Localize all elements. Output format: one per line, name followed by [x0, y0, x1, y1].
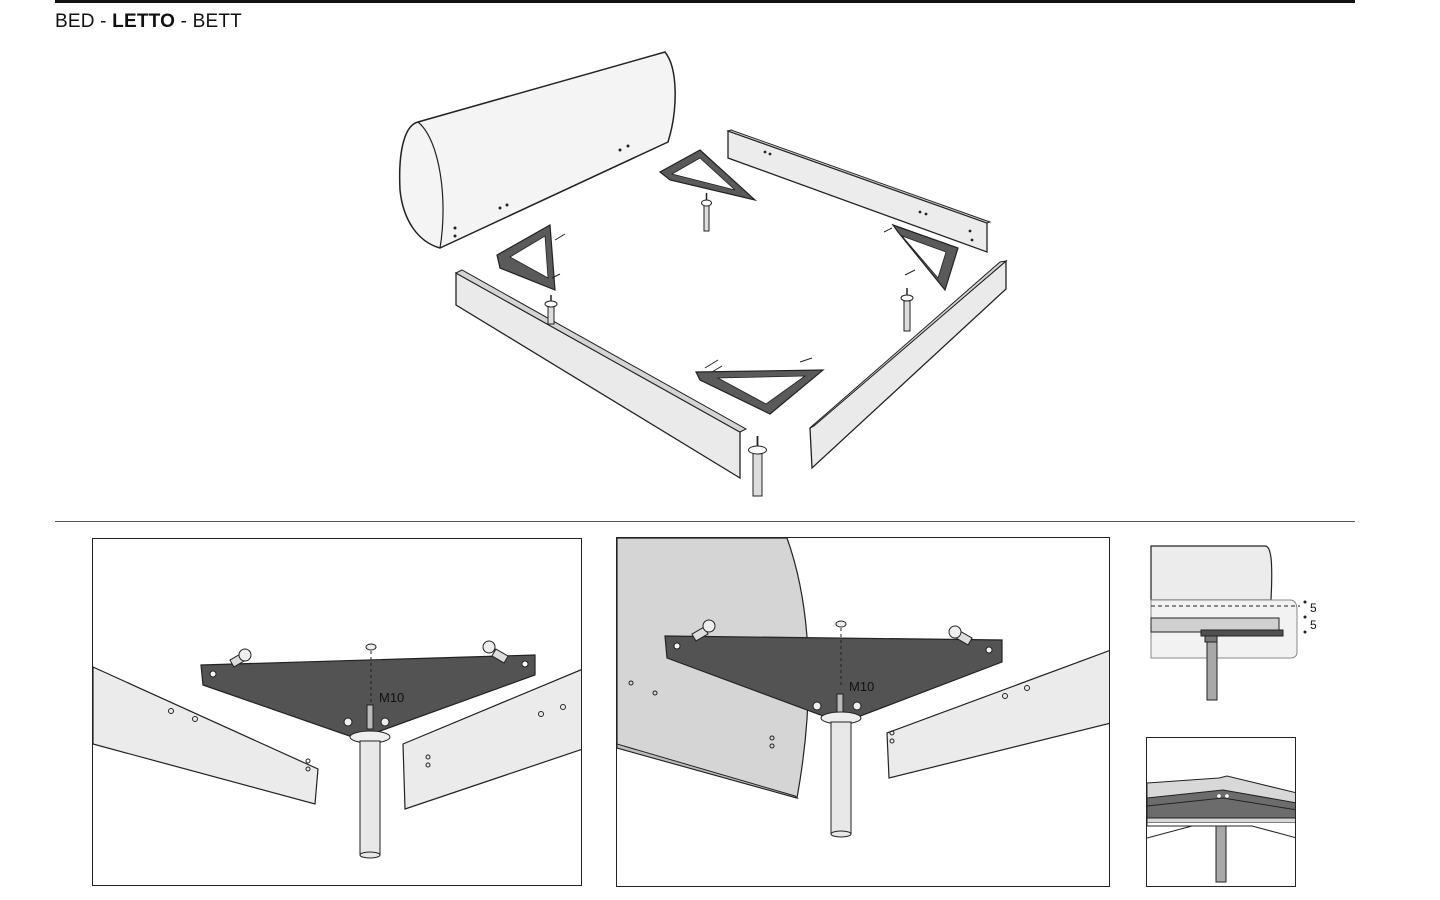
- side-section-detail: 5 5: [1150, 545, 1317, 701]
- title-part-bed: BED: [55, 11, 95, 32]
- top-rule: [55, 0, 1355, 3]
- detail-2-bolt-callout: M10: [849, 679, 874, 694]
- side-rail-front-right: [809, 259, 1008, 470]
- dimension-label-top: 5: [1310, 601, 1317, 615]
- headboard-panel: [398, 51, 676, 249]
- leg-front: [748, 436, 767, 497]
- detail-panel-1: M10: [92, 538, 582, 886]
- title-part-bett: BETT: [192, 11, 242, 32]
- exploded-assembly-illustration: [398, 51, 1008, 497]
- section-divider: [55, 521, 1355, 522]
- title-separator-2: -: [175, 11, 193, 32]
- detail-1-bolt-callout: M10: [379, 690, 404, 705]
- detail-panel-2: M10: [616, 537, 1110, 887]
- corner-bracket-front: [695, 369, 825, 415]
- leg-right: [900, 288, 914, 332]
- detail-panel-1-drawing: M10: [93, 640, 581, 859]
- corner-bracket-left: [496, 224, 556, 291]
- corner-detail-drawing: [1147, 775, 1295, 886]
- corner-bracket-back: [658, 149, 758, 202]
- dimension-label-bottom: 5: [1310, 618, 1317, 632]
- corner-bracket-right: [891, 223, 959, 292]
- detail-2-screw-left: [691, 619, 716, 642]
- detail-2-screw-right: [948, 625, 973, 646]
- leg-left: [544, 295, 558, 325]
- corner-detail-panel: [1146, 737, 1296, 887]
- screws-group: [551, 227, 916, 373]
- detail-panel-2-drawing: M10: [617, 538, 1109, 838]
- detail-1-screw-left: [229, 648, 252, 668]
- title-part-letto: LETTO: [112, 11, 176, 32]
- side-rail-back-right: [726, 129, 992, 253]
- leg-back: [701, 193, 712, 232]
- page-title: BED - LETTO - BETT: [55, 11, 242, 33]
- side-rail-front-left: [454, 269, 748, 480]
- title-separator-1: -: [94, 11, 113, 32]
- detail-1-screw-right: [482, 640, 509, 664]
